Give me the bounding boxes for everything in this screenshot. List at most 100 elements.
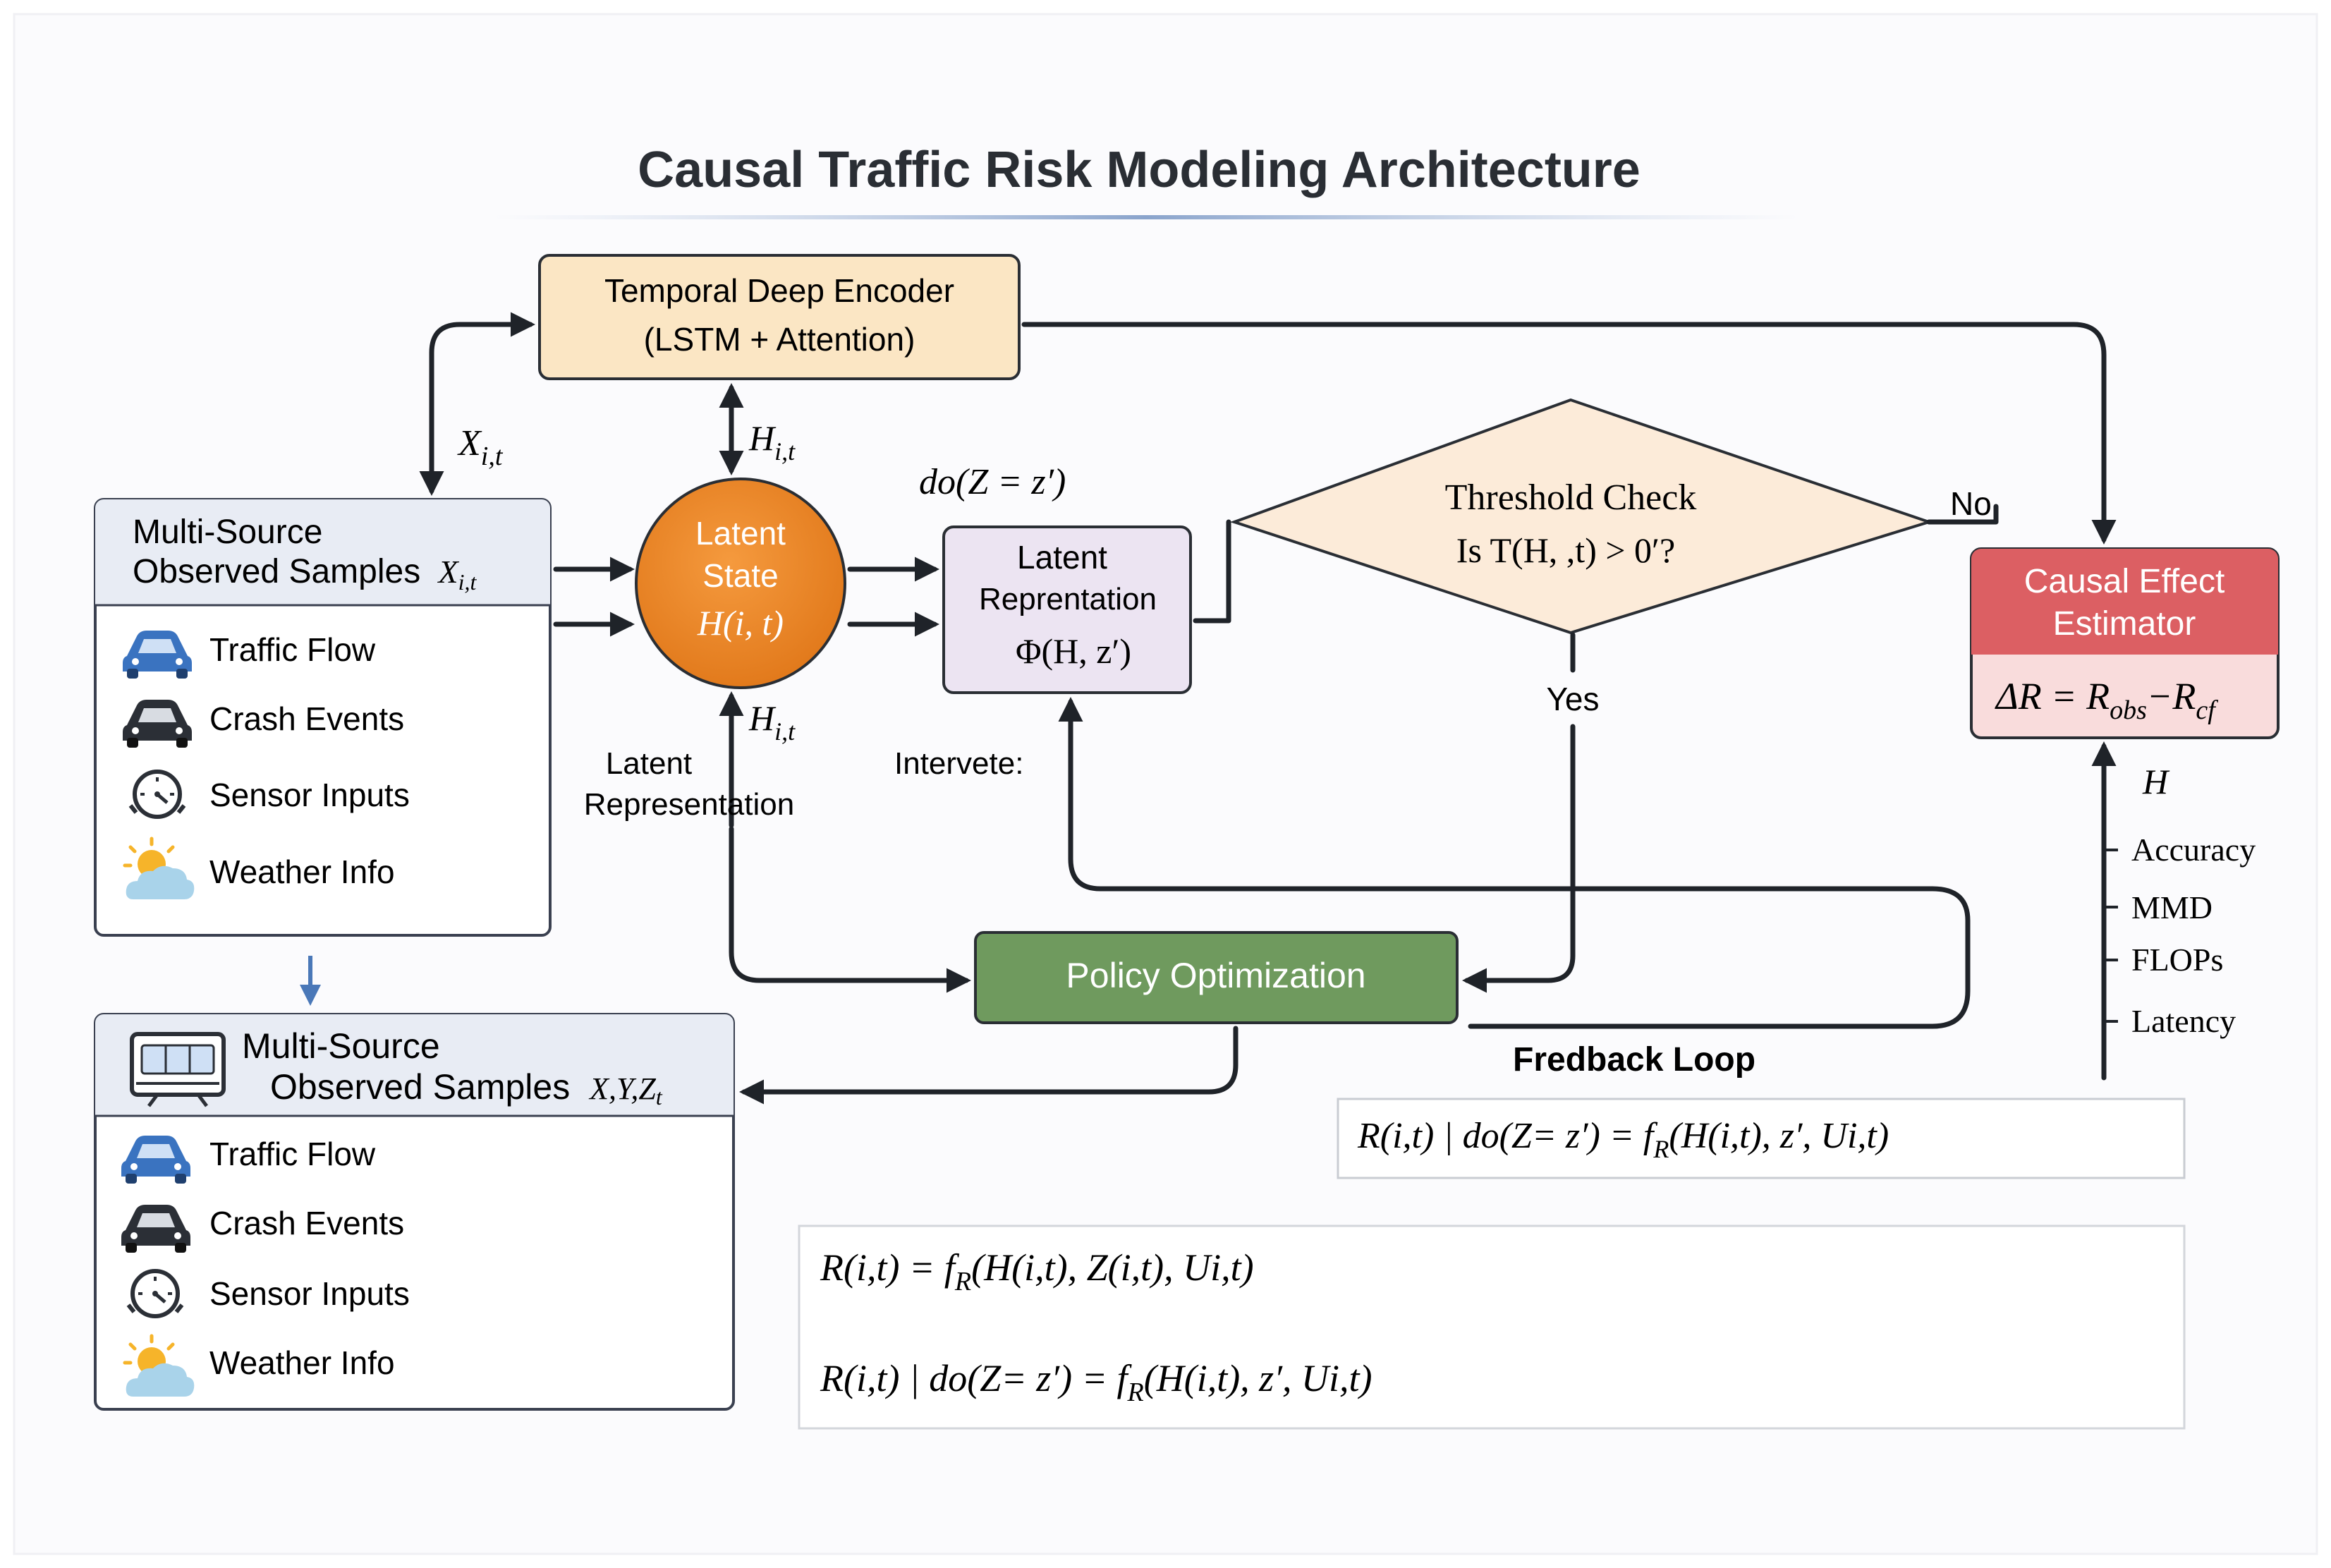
causal-formula-minus: −R (2147, 675, 2196, 717)
connectors (419, 312, 2117, 1105)
list-item-label: Weather Info (209, 853, 395, 890)
svg-text:Observed Samples Xi,t: Observed Samples Xi,t (133, 553, 477, 595)
list-item-label: Sensor Inputs (209, 1275, 410, 1312)
arrow-encoder-causal (1021, 322, 2117, 545)
policy-label: Policy Optimization (1066, 956, 1365, 995)
metric-flops: FLOPs (2131, 942, 2223, 978)
causal-line2: Estimator (2053, 605, 2196, 643)
list-item-label: Crash Events (209, 700, 404, 737)
causal-formula-obs: obs (2110, 695, 2147, 725)
panel-bottom-title-line1: Multi-Source (242, 1026, 440, 1066)
formula-bottom-1sub: R (954, 1267, 971, 1296)
formula-right-sub: R (1653, 1135, 1669, 1163)
latent-state-line2: State (702, 557, 778, 594)
panel-top-title-var: X (437, 554, 460, 590)
encoder-label-line2: (LSTM + Attention) (644, 321, 915, 358)
latent-state-node[interactable]: Latent State H(i, t) (635, 478, 846, 689)
formula-right-b: (H(i,t), z′, Ui,t) (1669, 1116, 1889, 1156)
svg-text:R(i,t) = fR(H(i,t), Z(i,t), Ui: R(i,t) = fR(H(i,t), Z(i,t), Ui,t) (820, 1246, 1254, 1296)
formula-bottom-2b: (H(i,t), z′, Ui,t) (1144, 1357, 1373, 1399)
formula-box-right: R(i,t) | do(Z= z′) = fR(H(i,t), z′, Ui,t… (1337, 1098, 2186, 1179)
formula-right-a: R(i,t) | do(Z= z′) = f (1357, 1116, 1658, 1156)
svg-text:R(i,t) | do(Z= z′) = fR(H(i,t): R(i,t) | do(Z= z′) = fR(H(i,t), z′, Ui,t… (1357, 1116, 1889, 1163)
title-underline (494, 215, 1799, 219)
arrow-yes-policy (1467, 632, 1576, 980)
latent-state-line3: H(i, t) (697, 603, 784, 643)
formula-bottom-1b: (H(i,t), Z(i,t), Ui,t) (971, 1246, 1253, 1289)
arrow-panel-encoder (419, 312, 535, 496)
svg-text:Hi,t: Hi,t (748, 418, 796, 466)
list-item-label: Traffic Flow (209, 631, 376, 668)
temporal-encoder-box[interactable]: Temporal Deep Encoder (LSTM + Attention) (538, 254, 1021, 380)
latent-state-line1: Latent (695, 515, 786, 552)
list-item: Weather Info (123, 1334, 395, 1397)
line-no (1926, 504, 1999, 525)
label-latent-rep-2: Representation (584, 787, 794, 822)
label-h-it-top: H (748, 418, 777, 458)
panel-bottom-title-var: X,Y,Z (588, 1071, 656, 1106)
diagram-title: Causal Traffic Risk Modeling Architectur… (638, 142, 1641, 198)
observed-samples-panel-top: Multi-Source Observed Samples Xi,t Traff… (94, 498, 552, 937)
weather-sun-cloud-icon (123, 837, 195, 899)
metric-ticks (2104, 849, 2118, 1023)
list-item: Weather Info (123, 837, 395, 899)
list-item: Crash Events (121, 1205, 404, 1253)
threshold-line2: Is T(H, ,t) > 0′? (1456, 530, 1675, 570)
encoder-label-line1: Temporal Deep Encoder (604, 272, 954, 309)
weather-sun-cloud-icon (123, 1334, 195, 1397)
latent-representation-box[interactable]: Latent Reprentation Φ(H, z′) (942, 525, 1192, 694)
formula-bottom-2sub: R (1127, 1378, 1144, 1407)
list-item-label: Sensor Inputs (209, 777, 410, 813)
label-h: H (2142, 762, 2170, 801)
metric-mmd: MMD (2131, 889, 2213, 925)
list-item: Crash Events (123, 700, 404, 748)
car-icon (121, 1136, 190, 1184)
list-item-label: Crash Events (209, 1205, 404, 1241)
latent-rep-line1: Latent (1017, 539, 1107, 576)
label-intervete: Intervete: (894, 746, 1023, 781)
panel-bottom-title-line2: Observed Samples (270, 1067, 570, 1107)
svg-text:ΔR = Robs−Rcf: ΔR = Robs−Rcf (1995, 675, 2218, 725)
metric-latency: Latency (2131, 1003, 2236, 1039)
latent-rep-line2: Reprentation (979, 582, 1157, 616)
label-x-it-sub: i,t (481, 442, 504, 471)
car-icon (123, 631, 192, 679)
sensor-gauge-icon (126, 1269, 184, 1318)
causal-effect-estimator-box[interactable]: Causal Effect Estimator ΔR = Robs−Rcf (1970, 547, 2280, 739)
svg-text:Observed Samples X,Y,Zt: Observed Samples X,Y,Zt (270, 1067, 663, 1110)
panel-top-title-var-sub: i,t (458, 569, 477, 595)
causal-formula-cf: cf (2196, 695, 2218, 725)
formula-box-bottom: R(i,t) = fR(H(i,t), Z(i,t), Ui,t) R(i,t)… (798, 1224, 2186, 1430)
causal-line1: Causal Effect (2024, 563, 2225, 600)
label-do-z: do(Z = z′) (919, 462, 1066, 502)
crash-car-icon (123, 700, 192, 748)
formula-bottom-2a: R(i,t) | do(Z= z′) = f (820, 1357, 1133, 1399)
label-h-it-bottom: H (748, 698, 777, 738)
observed-samples-panel-bottom: Multi-Source Observed Samples X,Y,Zt Tra… (94, 1013, 735, 1411)
list-item: Sensor Inputs (128, 770, 410, 819)
label-h-it-top-sub: i,t (774, 437, 796, 466)
label-no: No (1950, 485, 1992, 522)
svg-text:Xi,t: Xi,t (457, 423, 504, 471)
arrow-rep-policy (729, 826, 971, 993)
list-item: Traffic Flow (121, 1136, 376, 1184)
svg-text:Hi,t: Hi,t (748, 698, 796, 746)
label-x-it: X (457, 423, 482, 463)
policy-optimization-box[interactable]: Policy Optimization (974, 931, 1459, 1024)
list-item-label: Traffic Flow (209, 1136, 376, 1172)
label-latent-rep-1: Latent (606, 746, 692, 781)
label-feedback-loop: Fredback Loop (1513, 1041, 1755, 1078)
arrow-policy-panel (739, 1026, 1238, 1105)
list-item: Sensor Inputs (126, 1269, 410, 1318)
metric-accuracy: Accuracy (2131, 832, 2256, 868)
panel-bottom-title-var-sub: t (656, 1084, 663, 1110)
formula-bottom-1a: R(i,t) = f (820, 1246, 960, 1289)
label-h-it-bottom-sub: i,t (774, 717, 796, 746)
threshold-line1: Threshold Check (1445, 478, 1697, 518)
crash-car-icon (121, 1205, 190, 1253)
latent-rep-line3: Φ(H, z′) (1016, 631, 1131, 671)
panel-top-title-line1: Multi-Source (133, 513, 322, 551)
list-item-label: Weather Info (209, 1344, 395, 1381)
list-item: Traffic Flow (123, 631, 376, 679)
